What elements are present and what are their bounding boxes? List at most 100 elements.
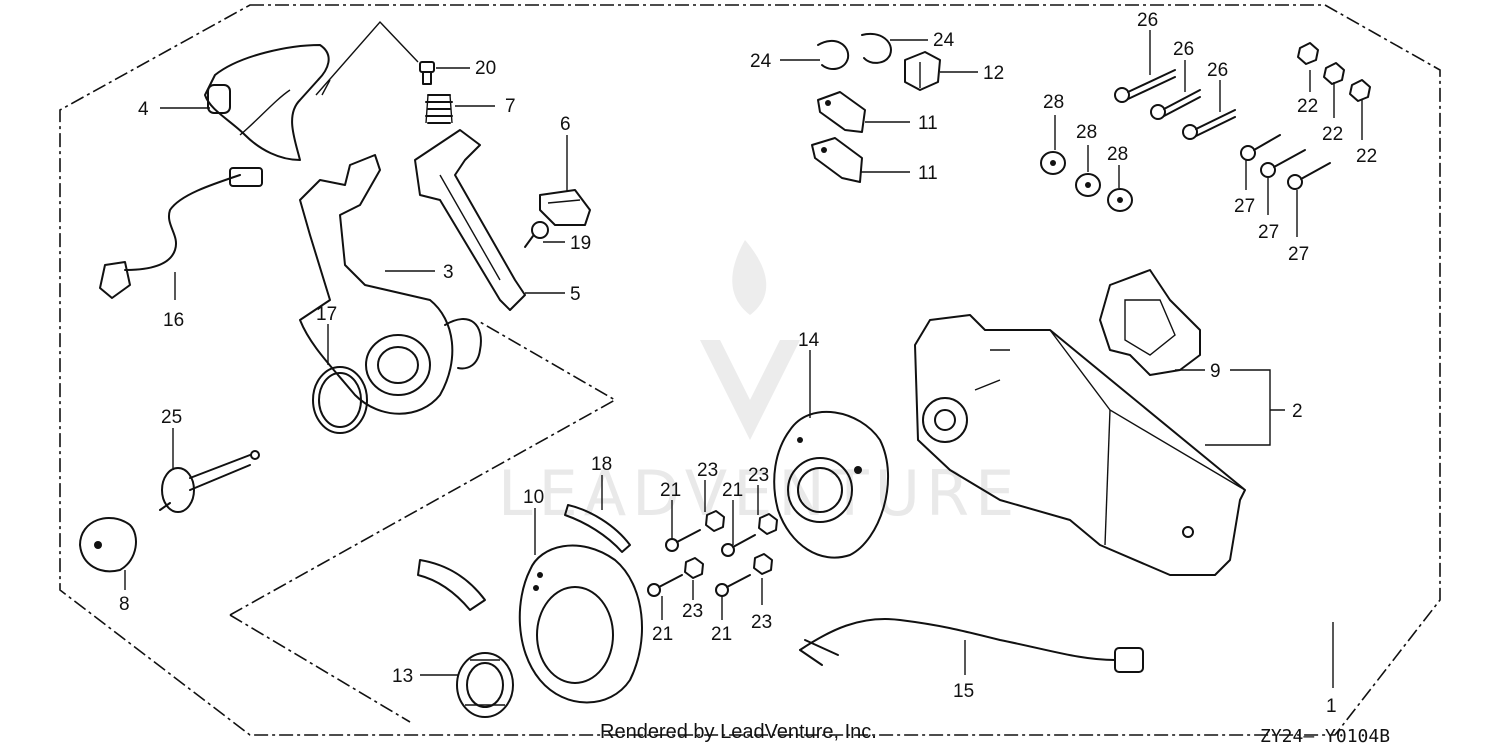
drawing-code: ZY24— Y0104B xyxy=(1260,726,1390,747)
subassembly-frame-bottom xyxy=(229,614,411,723)
part-9-gasket-plate xyxy=(1099,269,1201,376)
callout-21-a: 21 xyxy=(660,480,681,501)
part-5-shift-lever xyxy=(414,129,526,311)
callout-11-upper: 11 xyxy=(918,113,938,134)
callout-26-a: 26 xyxy=(1137,10,1158,31)
callout-1: 1 xyxy=(1326,696,1337,717)
subassembly-frame xyxy=(229,321,617,616)
part-22-nut-c xyxy=(1349,79,1371,102)
part-12-block xyxy=(904,51,941,91)
callout-23-c: 23 xyxy=(682,601,703,622)
callout-20: 20 xyxy=(475,58,496,79)
part-26-screw-b xyxy=(1150,89,1201,120)
part-18-strip xyxy=(564,504,631,553)
watermark-logo-icon xyxy=(700,340,800,440)
callout-2: 2 xyxy=(1292,401,1303,422)
callout-21-b: 21 xyxy=(722,480,743,501)
part-10-ring-housing xyxy=(518,544,643,704)
part-25-shaft xyxy=(159,450,260,513)
leader-lines xyxy=(124,20,1363,688)
callout-6: 6 xyxy=(560,114,571,135)
part-22-nut-b xyxy=(1323,62,1345,85)
part-21-screw-a xyxy=(665,529,701,552)
part-17-o-ring xyxy=(312,366,368,434)
part-23-nut-a xyxy=(705,510,725,532)
callout-labels: 4 20 7 6 19 3 5 16 17 25 8 24 24 12 11 1… xyxy=(119,10,1377,717)
callout-27-b: 27 xyxy=(1258,222,1279,243)
callout-24-left: 24 xyxy=(750,51,772,72)
callout-28-a: 28 xyxy=(1043,92,1064,113)
callout-21-c: 21 xyxy=(652,624,673,645)
part-24-clip-left xyxy=(817,39,850,71)
callout-3: 3 xyxy=(443,262,454,283)
part-11-bracket-upper xyxy=(817,91,866,133)
part-14-rotor-disc xyxy=(773,410,889,559)
part-20-bolt xyxy=(419,61,435,85)
part-13-bearing xyxy=(456,652,514,718)
callout-14: 14 xyxy=(798,330,820,351)
callout-24-right: 24 xyxy=(933,30,955,51)
callout-16: 16 xyxy=(163,310,184,331)
part-4-lever-grip xyxy=(204,44,330,161)
callout-8: 8 xyxy=(119,594,130,615)
part-21-screw-c xyxy=(647,574,683,597)
part-16-switch-harness xyxy=(99,167,263,299)
part-23-nut-d xyxy=(753,553,773,575)
callout-11-lower: 11 xyxy=(918,163,938,184)
part-23-nut-b xyxy=(758,513,778,535)
callout-12: 12 xyxy=(983,63,1004,84)
part-28-washer-c xyxy=(1107,188,1133,212)
callout-9: 9 xyxy=(1210,361,1221,382)
assembly-frame xyxy=(59,4,1441,736)
part-27-screw-a xyxy=(1240,134,1281,161)
part-7-spring xyxy=(425,94,453,124)
callout-15: 15 xyxy=(953,681,974,702)
callout-21-d: 21 xyxy=(711,624,732,645)
callout-23-b: 23 xyxy=(748,465,769,486)
callout-28-b: 28 xyxy=(1076,122,1097,143)
part-24-clip-right xyxy=(861,32,892,64)
callout-27-a: 27 xyxy=(1234,196,1255,217)
callout-25: 25 xyxy=(161,407,182,428)
part-arc-segment xyxy=(417,559,486,611)
part-19-screw xyxy=(524,221,549,248)
part-23-nut-c xyxy=(684,557,704,579)
callout-10: 10 xyxy=(523,487,544,508)
part-3-control-lever xyxy=(299,154,482,415)
render-credit: Rendered by LeadVenture, Inc. xyxy=(600,721,877,743)
watermark: LEADVENTURE xyxy=(498,240,1020,530)
callout-18: 18 xyxy=(591,454,612,475)
part-11-bracket-lower xyxy=(811,137,863,183)
part-15-wire-harness xyxy=(799,618,1144,673)
callout-13: 13 xyxy=(392,666,413,687)
part-22-nut-a xyxy=(1297,42,1319,65)
callout-22-c: 22 xyxy=(1356,146,1377,167)
watermark-flame-icon xyxy=(732,240,767,315)
part-21-screw-d xyxy=(715,574,751,597)
callout-19: 19 xyxy=(570,233,591,254)
callout-23-a: 23 xyxy=(697,460,718,481)
part-28-washer-b xyxy=(1075,173,1101,197)
part-27-screw-b xyxy=(1260,149,1306,178)
callout-22-b: 22 xyxy=(1322,124,1343,145)
part-27-screw-c xyxy=(1287,162,1331,190)
callout-4: 4 xyxy=(138,99,149,120)
callout-5: 5 xyxy=(570,284,581,305)
callout-28-c: 28 xyxy=(1107,144,1128,165)
callout-17: 17 xyxy=(316,304,337,325)
callout-26-c: 26 xyxy=(1207,60,1228,81)
callout-23-d: 23 xyxy=(751,612,772,633)
callout-7: 7 xyxy=(505,96,516,117)
callout-26-b: 26 xyxy=(1173,39,1194,60)
part-26-screw-c xyxy=(1182,109,1236,140)
part-21-screw-b xyxy=(721,534,756,557)
part-28-washer-a xyxy=(1040,151,1066,175)
watermark-text: LEADVENTURE xyxy=(498,457,1020,530)
callout-27-c: 27 xyxy=(1288,244,1309,265)
part-26-screw-a xyxy=(1114,69,1176,103)
callout-22-a: 22 xyxy=(1297,96,1318,117)
part-2-housing xyxy=(914,314,1246,576)
part-6-guide-plate xyxy=(539,189,591,226)
part-8-cap xyxy=(79,516,137,573)
